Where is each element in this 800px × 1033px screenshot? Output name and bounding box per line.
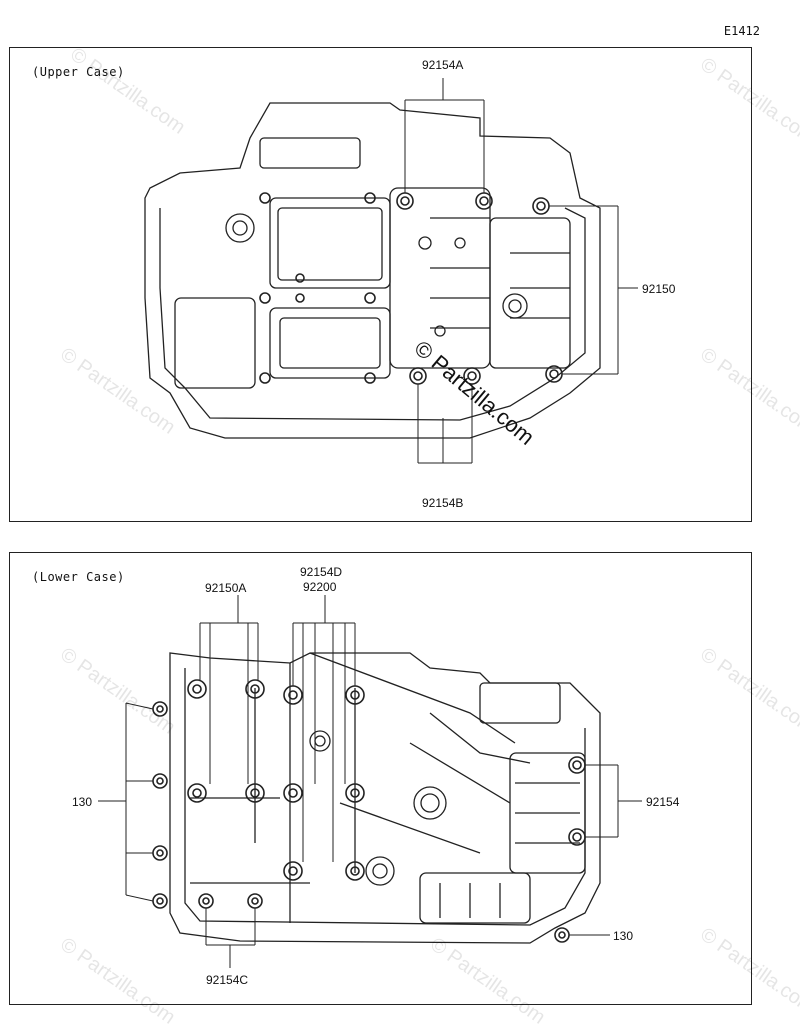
lower-case-panel: (Lower Case) xyxy=(9,552,752,1005)
label-92150: 92150 xyxy=(642,282,676,296)
upper-case-drawing xyxy=(144,78,638,464)
upper-case-panel: (Upper Case) xyxy=(9,47,752,522)
label-92200: 92200 xyxy=(303,580,337,594)
diagram-code: E1412 xyxy=(723,24,760,38)
label-92154: 92154 xyxy=(646,795,680,809)
upper-case-title: (Upper Case) xyxy=(32,65,125,79)
lower-case-title: (Lower Case) xyxy=(32,570,125,584)
label-92154c: 92154C xyxy=(206,973,249,987)
label-92154a: 92154A xyxy=(422,58,464,72)
label-92154d: 92154D xyxy=(300,565,343,579)
label-130-bottom: 130 xyxy=(613,929,634,943)
lower-case-drawing xyxy=(98,595,642,968)
label-130-left: 130 xyxy=(72,795,93,809)
label-92154b: 92154B xyxy=(422,496,464,510)
label-92150a: 92150A xyxy=(205,581,247,595)
